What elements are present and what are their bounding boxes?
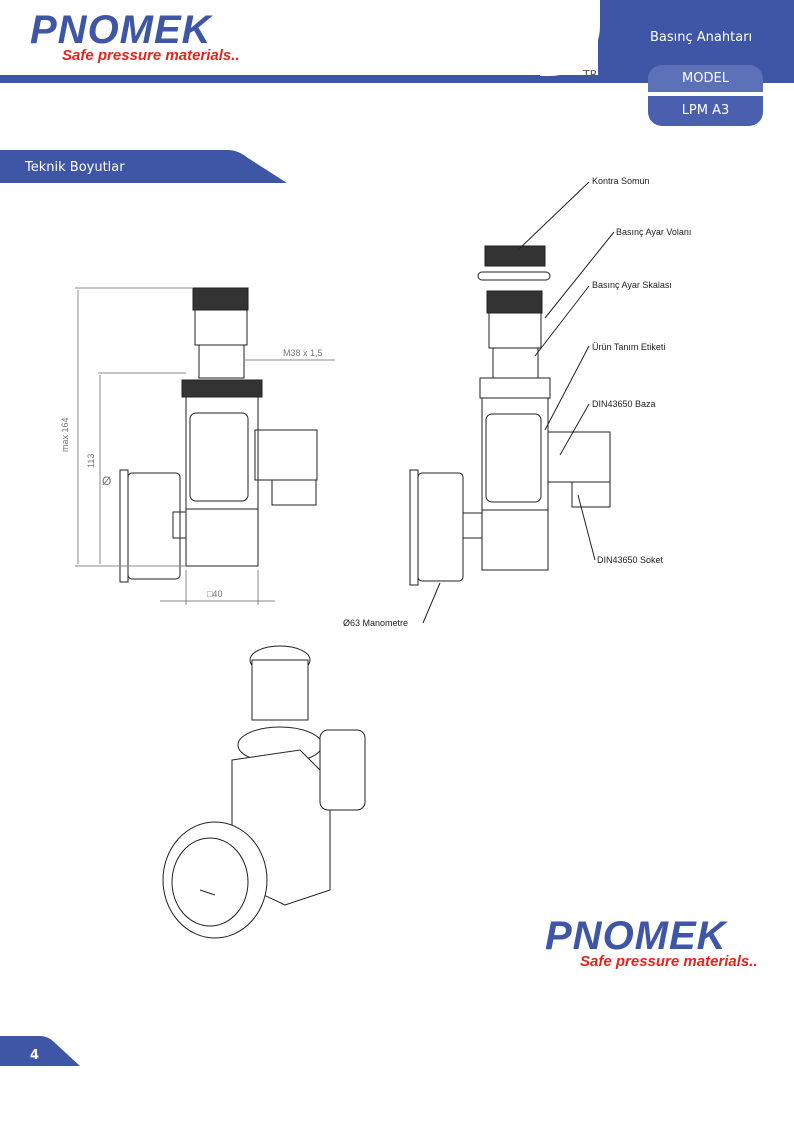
thread-dimension: M38 x 1,5 (283, 348, 323, 358)
header-bar (0, 75, 600, 83)
callout-basinc-ayar-skalasi: Basınç Ayar Skalası (592, 280, 672, 290)
width-dimension: □40 (207, 589, 223, 599)
footer-logo: PNOMEK (545, 914, 727, 958)
callout-kontra-somun: Kontra Somun (592, 176, 650, 186)
callout-din43650-baza: DIN43650 Baza (592, 399, 656, 409)
height-dimension: 113 (86, 453, 96, 468)
section-title: Teknik Boyutlar (25, 160, 125, 175)
page-number: 4 (30, 1048, 40, 1063)
model-value: LPM A3 (648, 96, 763, 126)
product-type: Basınç Anahtarı (650, 30, 753, 45)
callout-manometre: Ø63 Manometre (343, 618, 409, 628)
footer-tagline: Safe pressure materials.. (580, 953, 758, 970)
model-label: MODEL (648, 65, 763, 92)
callout-urun-tanim-etiketi: Ürün Tanım Etiketi (592, 342, 666, 352)
header-tagline: Safe pressure materials.. (62, 47, 240, 64)
header-logo: PNOMEK (30, 8, 212, 52)
diameter-dimension: Ø (102, 474, 112, 488)
callout-din43650-soket: DIN43650 Soket (597, 555, 664, 565)
callout-basinc-ayar-volani: Basınç Ayar Volanı (616, 227, 692, 237)
language-label: TR (583, 68, 598, 81)
max-height-dimension: max 164 (60, 417, 70, 452)
